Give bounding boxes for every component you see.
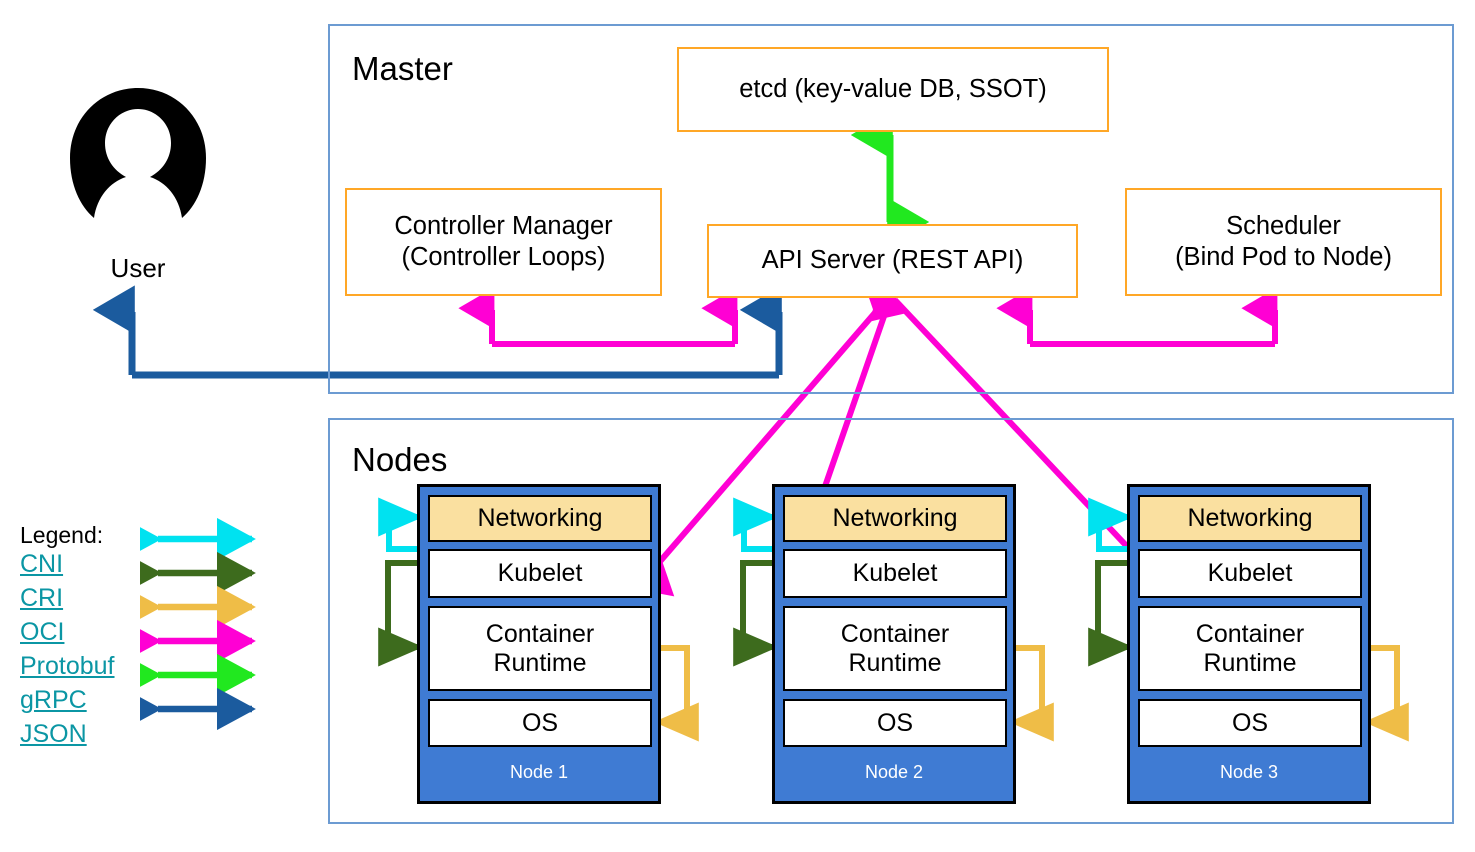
node-2-networking-label: Networking bbox=[832, 504, 958, 533]
node-1-os-label: OS bbox=[521, 708, 559, 737]
user-avatar-icon bbox=[70, 88, 206, 218]
node-3-os-layer[interactable]: OS bbox=[1138, 699, 1362, 747]
legend-swatches bbox=[140, 517, 256, 731]
api-server-label: API Server (REST API) bbox=[761, 246, 1024, 275]
scheduler-label-line1: Scheduler bbox=[1226, 211, 1341, 240]
node-3-os-label: OS bbox=[1231, 708, 1269, 737]
node-1-networking-label: Networking bbox=[477, 504, 603, 533]
scheduler-box[interactable]: Scheduler (Bind Pod to Node) bbox=[1125, 188, 1442, 296]
legend-item-grpc[interactable]: gRPC bbox=[20, 686, 87, 714]
node-1-os-layer[interactable]: OS bbox=[428, 699, 652, 747]
node-2[interactable]: Networking Kubelet Container Runtime OS … bbox=[772, 484, 1016, 804]
etcd-label: etcd (key-value DB, SSOT) bbox=[739, 74, 1047, 103]
node-2-label: Node 2 bbox=[864, 762, 924, 782]
node-2-os-layer[interactable]: OS bbox=[783, 699, 1007, 747]
controller-manager-label-line2: (Controller Loops) bbox=[401, 243, 606, 271]
etcd-box[interactable]: etcd (key-value DB, SSOT) bbox=[677, 47, 1109, 132]
node-1-container-runtime-layer[interactable]: Container Runtime bbox=[428, 606, 652, 691]
controller-manager-box[interactable]: Controller Manager (Controller Loops) bbox=[345, 188, 662, 296]
node-2-kubelet-label: Kubelet bbox=[852, 559, 938, 588]
node-3-networking-layer[interactable]: Networking bbox=[1138, 495, 1362, 542]
node-3-container-runtime-label-line2: Runtime bbox=[1203, 648, 1297, 677]
node-3-kubelet-layer[interactable]: Kubelet bbox=[1138, 549, 1362, 598]
controller-manager-label-line1: Controller Manager bbox=[394, 211, 613, 240]
node-3-container-runtime-layer[interactable]: Container Runtime bbox=[1138, 606, 1362, 691]
master-title: Master bbox=[352, 50, 453, 87]
node-1[interactable]: Networking Kubelet Container Runtime OS … bbox=[417, 484, 661, 804]
legend-item-cni[interactable]: CNI bbox=[20, 550, 64, 578]
node-1-container-runtime-label-line2: Runtime bbox=[493, 648, 587, 677]
node-1-label: Node 1 bbox=[509, 762, 569, 782]
node-2-container-runtime-layer[interactable]: Container Runtime bbox=[783, 606, 1007, 691]
legend-item-json[interactable]: JSON bbox=[20, 720, 87, 748]
legend-item-protobuf[interactable]: Protobuf bbox=[20, 652, 115, 680]
node-2-container-runtime-label-line2: Runtime bbox=[848, 648, 942, 677]
node-3[interactable]: Networking Kubelet Container Runtime OS … bbox=[1127, 484, 1371, 804]
node-1-kubelet-layer[interactable]: Kubelet bbox=[428, 549, 652, 598]
nodes-group bbox=[328, 418, 1454, 824]
scheduler-label-line2: (Bind Pod to Node) bbox=[1175, 243, 1392, 271]
master-group bbox=[328, 24, 1454, 394]
nodes-title: Nodes bbox=[352, 441, 448, 478]
node-2-kubelet-layer[interactable]: Kubelet bbox=[783, 549, 1007, 598]
legend-item-oci[interactable]: OCI bbox=[20, 618, 65, 646]
legend-item-cri[interactable]: CRI bbox=[20, 584, 64, 612]
node-3-kubelet-label: Kubelet bbox=[1207, 559, 1293, 588]
node-3-networking-label: Networking bbox=[1187, 504, 1313, 533]
legend-title: Legend: bbox=[20, 522, 104, 548]
node-2-os-label: OS bbox=[876, 708, 914, 737]
node-1-networking-layer[interactable]: Networking bbox=[428, 495, 652, 542]
node-1-container-runtime-label-line1: Container bbox=[485, 620, 595, 648]
node-2-container-runtime-label-line1: Container bbox=[840, 620, 950, 648]
node-3-label: Node 3 bbox=[1219, 762, 1279, 782]
user-label: User bbox=[110, 253, 166, 283]
node-3-container-runtime-label-line1: Container bbox=[1195, 620, 1305, 648]
node-1-kubelet-label: Kubelet bbox=[497, 559, 583, 588]
node-2-networking-layer[interactable]: Networking bbox=[783, 495, 1007, 542]
api-server-box[interactable]: API Server (REST API) bbox=[707, 224, 1078, 298]
